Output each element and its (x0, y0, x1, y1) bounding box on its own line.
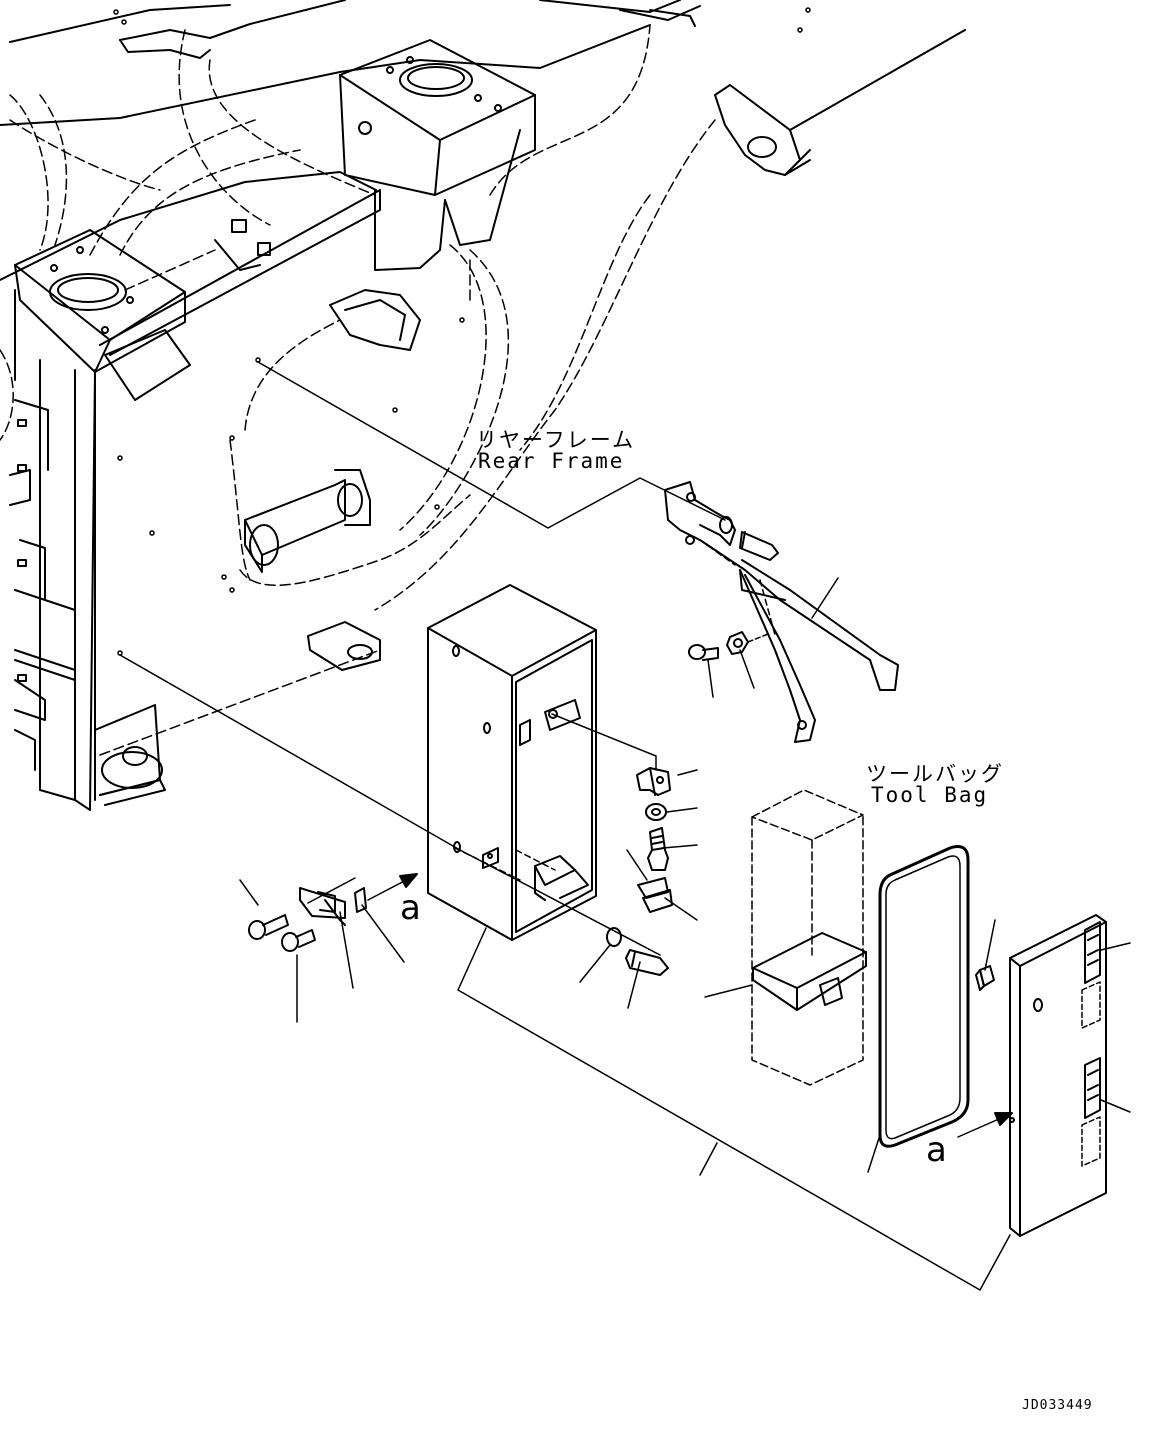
tool-bag-label-en: Tool Bag (871, 783, 989, 807)
center-fasteners (606, 767, 673, 976)
latch-parts (248, 887, 367, 952)
tool-bag-strap (752, 932, 867, 1011)
rear-frame-label-en: Rear Frame (478, 449, 625, 473)
door-stay-bracket (664, 481, 899, 743)
view-mark-left: a (400, 888, 421, 928)
frame-dots (113, 7, 811, 656)
door-knob-part (975, 965, 995, 991)
tool-bag-label-jp: ツールバッグ (866, 762, 1004, 786)
tool-box (427, 584, 597, 941)
bolt-and-nut (688, 631, 769, 661)
tool-bag (751, 789, 864, 1086)
leader-lines (119, 361, 1131, 1291)
door-hinge-hidden (1081, 981, 1101, 1167)
drawing-code: JD033449 (1022, 1398, 1093, 1413)
tool-box-door (1009, 914, 1107, 1237)
door-seal (878, 845, 970, 1148)
rear-frame (0, 0, 701, 811)
rear-frame-label-jp: リヤーフレーム (476, 428, 636, 452)
rear-frame-hidden-lines (0, 24, 716, 756)
frame-pin-lug (714, 29, 966, 176)
view-arrows (367, 873, 1013, 1138)
view-mark-right: a (926, 1130, 947, 1170)
stay-hidden-lines (699, 539, 776, 636)
